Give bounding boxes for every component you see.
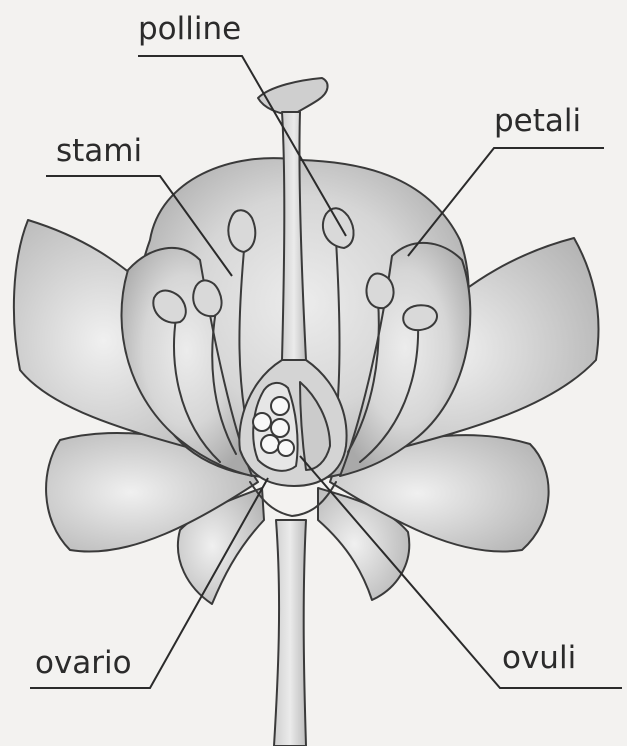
label-ovuli: ovuli — [502, 643, 576, 674]
stamen-anther — [228, 210, 255, 252]
ovule — [271, 397, 289, 415]
ovule — [253, 413, 271, 431]
label-ovario: ovario — [35, 648, 132, 679]
label-polline: polline — [138, 14, 241, 45]
stem — [274, 520, 306, 746]
ovule — [261, 435, 279, 453]
stigma — [258, 78, 328, 116]
label-stami: stami — [56, 136, 142, 167]
stamen-anther — [403, 305, 437, 330]
label-petali: petali — [494, 106, 581, 137]
ovule — [271, 419, 289, 437]
ovule — [278, 440, 294, 456]
stamen-anther — [366, 274, 393, 309]
